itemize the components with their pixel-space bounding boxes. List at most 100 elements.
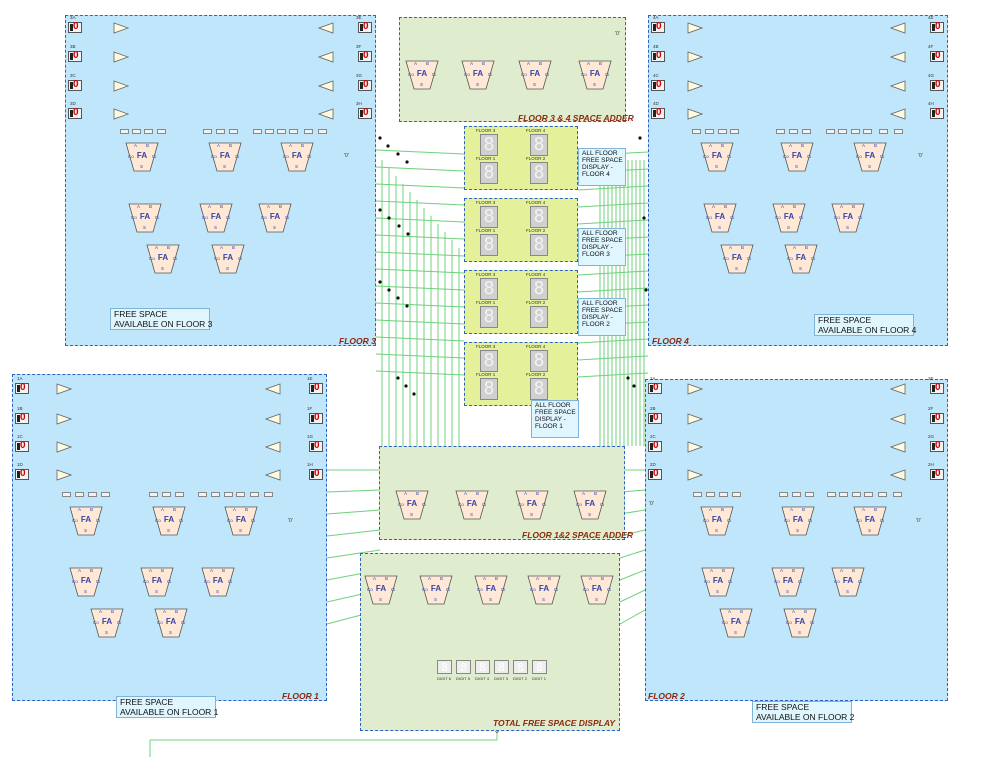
switch-input-tag: 4B	[653, 44, 659, 49]
switch-input-box[interactable]	[15, 413, 29, 424]
full-adder-pin: A	[780, 568, 784, 573]
switch-input-box[interactable]	[358, 108, 372, 119]
switch-input-box[interactable]	[930, 383, 944, 394]
switch-input-box[interactable]	[358, 22, 372, 33]
full-adder-pin: Co	[786, 620, 792, 625]
switch-input-box[interactable]	[651, 22, 665, 33]
full-adder-label: FA	[235, 515, 247, 524]
full-adder-shape	[146, 244, 180, 274]
switch-input-box[interactable]	[930, 413, 944, 424]
full-adder-pin: Ci	[501, 587, 506, 592]
switch-input-box[interactable]	[651, 80, 665, 91]
switch-input-box[interactable]	[358, 51, 372, 62]
switch-input-box[interactable]	[68, 22, 82, 33]
switch-input-box[interactable]	[68, 51, 82, 62]
full-adder-pin: A	[587, 61, 591, 66]
full-adder-pin: Ci	[746, 620, 751, 625]
buffer-shape	[113, 22, 129, 34]
seven-segment-digit: 8	[483, 378, 495, 399]
buffer-shape	[890, 51, 906, 63]
switch-input-box[interactable]	[15, 383, 29, 394]
switch-input-box[interactable]	[930, 51, 944, 62]
bit-probe	[203, 129, 212, 134]
switch-input-tag: 1D	[17, 462, 23, 467]
switch-input-value: 0	[653, 382, 659, 393]
switch-input-box[interactable]	[651, 51, 665, 62]
full-adder-pin: Ci	[600, 502, 605, 507]
switch-input-box[interactable]	[648, 469, 662, 480]
full-adder-pin: A	[712, 204, 716, 209]
full-adder-pin: B	[220, 204, 224, 209]
switch-input-box[interactable]	[68, 80, 82, 91]
switch-input-box[interactable]	[648, 441, 662, 452]
switch-input-box[interactable]	[930, 469, 944, 480]
floor2-title: FLOOR 2	[648, 691, 685, 701]
switch-input-box[interactable]	[15, 469, 29, 480]
wire	[375, 319, 465, 325]
full-adder-pin: Co	[367, 587, 373, 592]
note-line: ALL FLOOR	[582, 150, 618, 157]
switch-input-box[interactable]	[309, 413, 323, 424]
full-adder-pin: Co	[131, 215, 137, 220]
switch-input-box[interactable]	[930, 22, 944, 33]
full-adder-body	[719, 608, 753, 638]
constant-zero: '0'	[649, 501, 654, 507]
buffer-shape	[687, 469, 703, 481]
bit-probe	[132, 129, 141, 134]
switch-input-box[interactable]	[930, 441, 944, 452]
switch-input-box[interactable]	[309, 441, 323, 452]
switch-input-box[interactable]	[68, 108, 82, 119]
switch-input-box[interactable]	[309, 383, 323, 394]
switch-input-box[interactable]	[651, 108, 665, 119]
switch-input-box[interactable]	[15, 441, 29, 452]
total-digit-display: 8	[475, 660, 490, 674]
full-adder-pin: A	[267, 204, 271, 209]
switch-input-box[interactable]	[648, 383, 662, 394]
buffer-right-icon	[113, 108, 129, 120]
switch-input-tag: 4H	[928, 101, 934, 106]
switch-input-box[interactable]	[930, 108, 944, 119]
switch-input-box[interactable]	[309, 469, 323, 480]
switch-input-box[interactable]	[358, 80, 372, 91]
switch-input-box[interactable]	[648, 413, 662, 424]
switch-input-box[interactable]	[930, 80, 944, 91]
full-adder-pin: A	[589, 576, 593, 581]
bit-probe	[718, 129, 727, 134]
full-adder-label: FA	[795, 253, 807, 262]
